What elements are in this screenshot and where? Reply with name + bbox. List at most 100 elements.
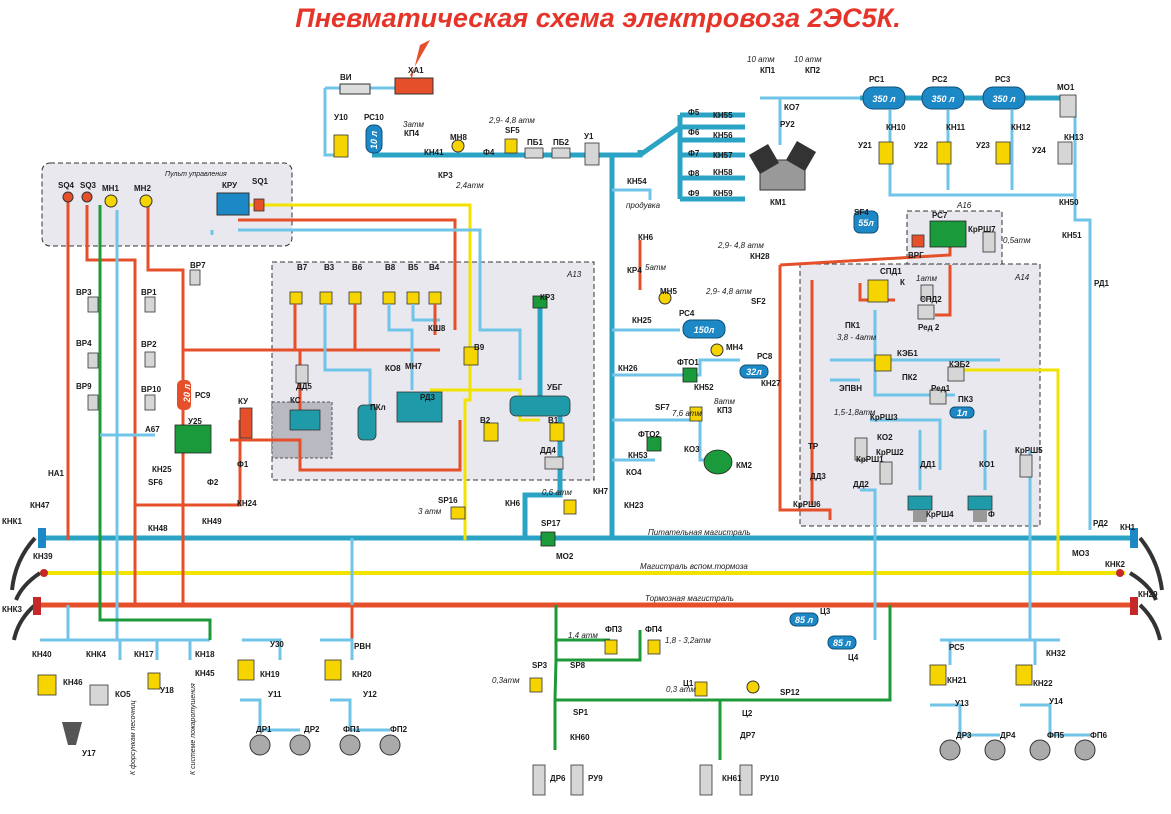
component-label: КН40: [32, 650, 52, 659]
component-label: КН28: [750, 252, 770, 261]
panel-a16-label: А16: [956, 201, 972, 210]
component-label: КрРШ1: [856, 455, 884, 464]
fp3-tank: [339, 734, 361, 756]
vr3-valve: [87, 296, 99, 313]
component-label: У30: [270, 640, 284, 649]
compressor-area: 10 л 350 л 350 л 350 л: [323, 40, 1092, 530]
component-label: Ц1: [683, 679, 694, 688]
component-label: ПК1: [845, 321, 861, 330]
component-label: Ц4: [848, 653, 859, 662]
sp8-switch: [647, 639, 661, 655]
dr7-gauge: [746, 680, 760, 694]
mn8-gauge: [451, 139, 465, 153]
component-label: В9: [474, 343, 485, 352]
knk1-cock: [38, 528, 46, 548]
km2-compressor: [703, 449, 733, 475]
component-label: ДД2: [853, 480, 869, 489]
component-label: МН4: [726, 343, 743, 352]
component-label: ДР1: [256, 725, 272, 734]
component-label: КМ2: [736, 461, 753, 470]
feed-line-label: Питательная магистраль: [648, 528, 751, 537]
component-label: КН59: [713, 189, 733, 198]
component-label: КН18: [195, 650, 215, 659]
diagram-title: Пневматическая схема электровоза 2ЭС5К.: [295, 3, 900, 33]
component-label: В4: [429, 263, 440, 272]
u24-unit: [1057, 141, 1073, 165]
component-label: СПД1: [880, 267, 902, 276]
component-label: КН29: [1138, 590, 1158, 599]
vr7-valve: [189, 269, 201, 286]
component-label: КН53: [628, 451, 648, 460]
component-label: МО2: [556, 552, 574, 561]
component-label: ВИ: [340, 73, 352, 82]
component-label: ФП1: [343, 725, 361, 734]
u10-unit: [333, 134, 349, 158]
sp1-switch: [529, 677, 543, 693]
krsh7-valve: [911, 234, 925, 248]
keb2-valve: [874, 354, 892, 372]
svg-text:3 атм: 3 атм: [418, 507, 442, 516]
a14-internals: 1л 55л: [778, 210, 1060, 640]
component-label: КН7: [593, 487, 609, 496]
component-label: КН51: [1062, 231, 1082, 240]
svg-text:8атм: 8атм: [714, 397, 735, 406]
component-label: В1: [548, 416, 559, 425]
component-label: КН17: [134, 650, 154, 659]
svg-text:продувка: продувка: [626, 201, 661, 210]
component-label: ВР2: [141, 340, 157, 349]
component-label: КНК1: [2, 517, 23, 526]
component-label: У14: [1049, 697, 1063, 706]
component-label: КН11: [946, 123, 966, 132]
component-label: Ф9: [688, 189, 700, 198]
component-label: ФП4: [645, 625, 663, 634]
component-label: УБГ: [547, 383, 563, 392]
component-label: КЭБ2: [949, 360, 970, 369]
component-label: КН22: [1033, 679, 1053, 688]
vrg-valve: [929, 220, 967, 248]
km1-compressor: [748, 140, 817, 191]
component-label: ХА1: [408, 66, 424, 75]
component-label: ВР4: [76, 339, 92, 348]
ks-unit: [289, 409, 321, 431]
component-label: РД1: [1094, 279, 1110, 288]
u21-unit: [878, 141, 894, 165]
svg-text:10 атм: 10 атм: [747, 55, 775, 64]
pk3-valve: [929, 389, 947, 405]
component-label: ПК2: [902, 373, 918, 382]
component-label: МО1: [1057, 83, 1075, 92]
svg-text:20 л: 20 л: [182, 384, 192, 404]
component-label: КрРШ2: [876, 448, 904, 457]
svg-text:К системе пожаротушения: К системе пожаротушения: [190, 683, 197, 775]
component-label: КН32: [1046, 649, 1066, 658]
component-label: КО2: [877, 433, 893, 442]
component-label: SP3: [532, 661, 548, 670]
component-label: КНК4: [86, 650, 107, 659]
component-label: МН7: [405, 362, 422, 371]
svg-text:0,3 атм: 0,3 атм: [666, 685, 696, 694]
sq1-switch: [253, 198, 265, 212]
main-lines: Питательная магистраль Магистраль вспом.…: [40, 528, 1133, 608]
component-label: КрРШ5: [1015, 446, 1043, 455]
svg-text:2,9- 4,8 атм: 2,9- 4,8 атм: [705, 287, 752, 296]
fto2-separator: [646, 436, 662, 452]
component-label: У11: [268, 690, 282, 699]
fp6-tank: [984, 739, 1006, 761]
fp5-tank: [939, 739, 961, 761]
v9-valve: [463, 346, 479, 366]
aux-line-label: Магистраль вспом.тормоза: [640, 562, 748, 571]
component-label: КН48: [148, 524, 168, 533]
component-label: ВР9: [76, 382, 92, 391]
component-label: КрРШ3: [870, 413, 898, 422]
rs3-tank: [982, 86, 1026, 110]
mn5-gauge: [658, 291, 672, 305]
svg-text:К форсункам песочниц: К форсункам песочниц: [130, 700, 137, 775]
sq3-switch: [81, 191, 93, 203]
fp4-tank: [379, 734, 401, 756]
svg-text:0,5атм: 0,5атм: [1003, 236, 1031, 245]
component-label: КП4: [404, 129, 420, 138]
rs7-tank: [853, 210, 879, 234]
pressure-annotations: 10 атм 10 атм 3атм 2,9- 4,8 атм 2,4атм 2…: [130, 55, 1031, 775]
component-label: КН49: [202, 517, 222, 526]
component-label: КР4: [627, 266, 642, 275]
spd2-sensor: [920, 284, 934, 300]
